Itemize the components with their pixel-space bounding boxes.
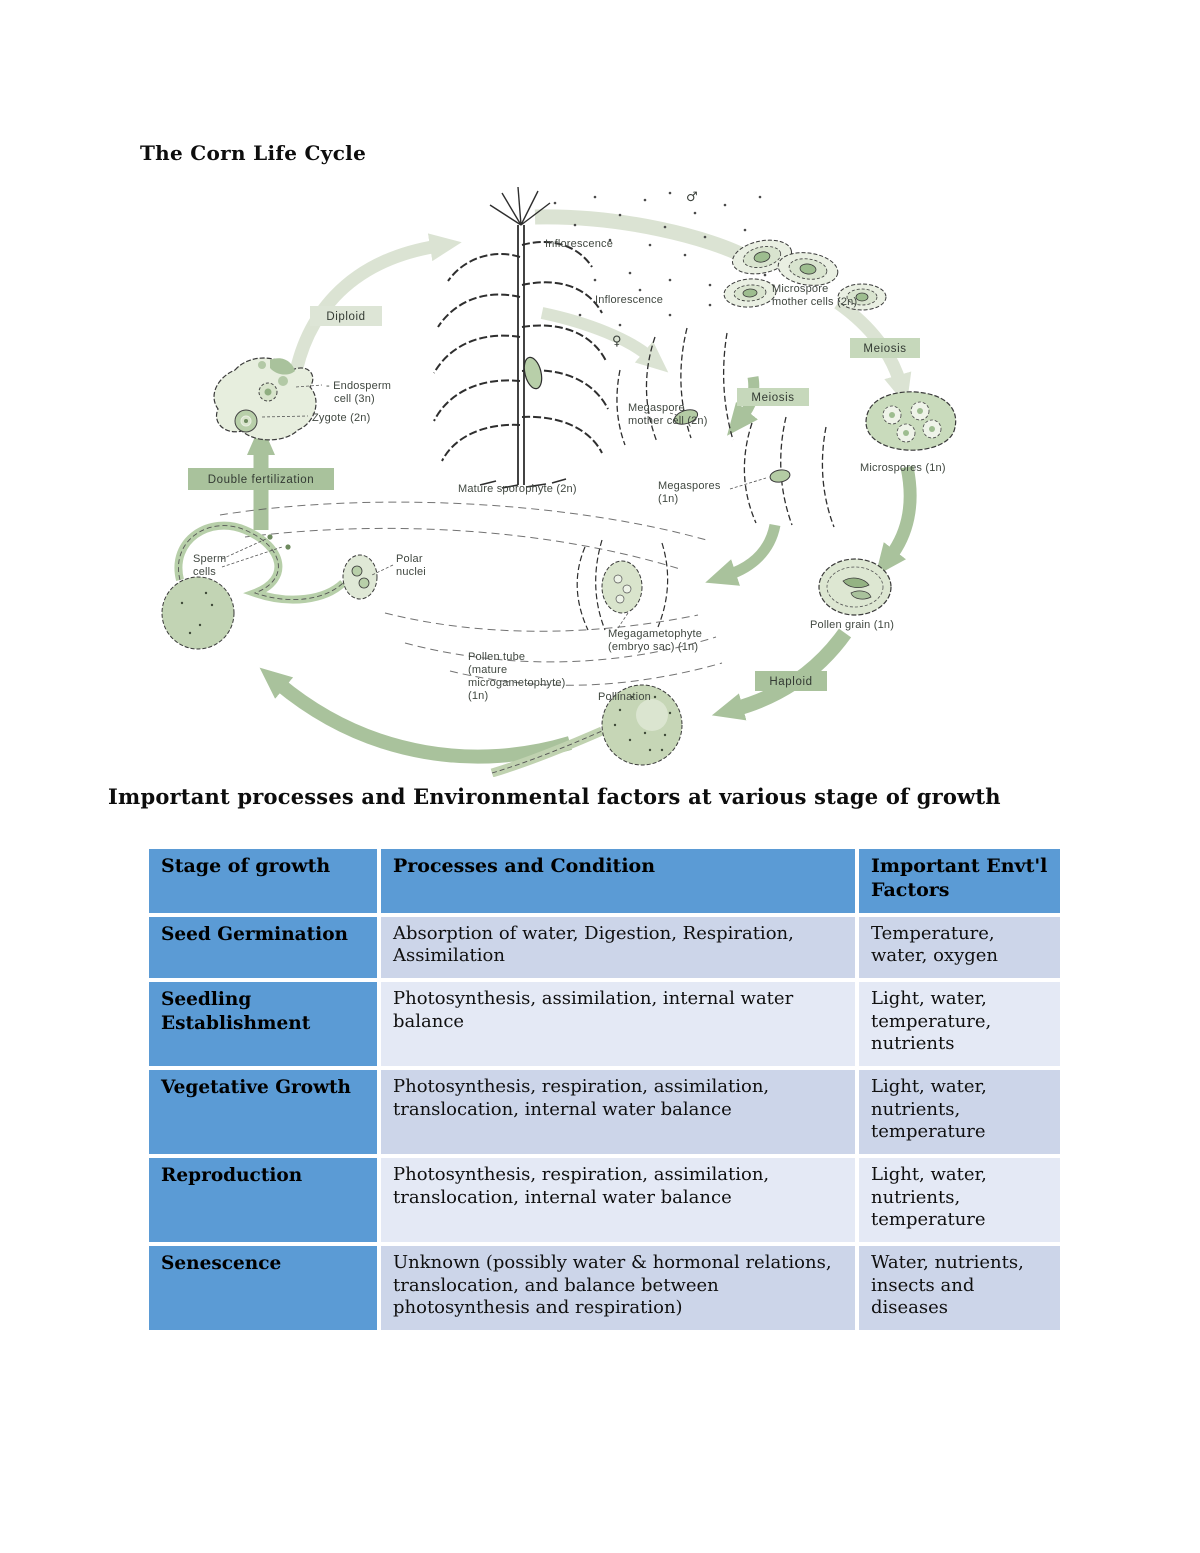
pollination-label: Pollination [598,691,651,703]
endosperm-label-1: - Endosperm [326,380,391,392]
processes-cell: Unknown (possibly water & hormonal relat… [377,1241,859,1334]
megaspores-label-1: Megaspores [658,480,721,492]
silk-strands [219,501,723,686]
inflorescence-female-label: Inflorescence [595,294,663,306]
growth-stages-table: Stage of growth Processes and Condition … [145,845,1064,1334]
microspore-mother-cells [723,239,887,311]
haploid-band-label: Haploid [769,676,812,688]
mature-sporophyte-label: Mature sporophyte (2n) [458,483,577,495]
microspores-cell-group [865,391,957,451]
megagametophyte-label-2: (embryo sac) (1n) [608,641,698,653]
stage-cell: Seedling Establishment [145,977,381,1070]
pollen-tube-label-2: (mature [468,664,507,676]
factors-cell: Light, water, temperature, nutrients [855,977,1064,1070]
pollen-tube-label-4: (1n) [468,690,488,702]
leaves [433,241,609,462]
stage-cell: Vegetative Growth [145,1065,381,1158]
table-row-seed-germination: Seed Germination Absorption of water, Di… [145,912,1064,982]
inflorescence-male-label: Inflorescence [545,238,613,250]
processes-cell: Photosynthesis, assimilation, internal w… [377,977,859,1070]
ear [523,356,543,390]
endosperm-label-2: cell (3n) [334,393,375,405]
megaspores-cell [769,469,791,483]
megagametophyte-label-1: Megagametophyte [608,628,702,640]
female-symbol: ♀ [612,334,622,349]
table-row-reproduction: Reproduction Photosynthesis, respiration… [145,1153,1064,1246]
table-row-senescence: Senescence Unknown (possibly water & hor… [145,1241,1064,1334]
fertilization-scene [161,521,394,650]
meiosis-mid-band-label: Meiosis [751,392,794,404]
megaspore-mother-label-2: mother cell (2n) [628,415,708,427]
tassel [489,186,551,226]
table-row-seedling-establishment: Seedling Establishment Photosynthesis, a… [145,977,1064,1070]
meiosis-right-band-label: Meiosis [863,343,906,355]
double-fertilization-band-label: Double fertilization [208,474,315,486]
processes-cell: Absorption of water, Digestion, Respirat… [377,912,859,982]
female-inflorescence [616,327,734,446]
header-important-envtl-factors: Important Envt'l Factors [855,845,1064,917]
stage-cell: Seed Germination [145,912,381,982]
polar-nuclei-label-2: nuclei [396,566,426,578]
section-heading: Important processes and Environmental fa… [108,784,1001,809]
stage-cell: Senescence [145,1241,381,1334]
stage-cell: Reproduction [145,1153,381,1246]
table-row-vegetative-growth: Vegetative Growth Photosynthesis, respir… [145,1065,1064,1158]
stage-bands: Diploid Double fertilization Meiosis Mei… [188,306,920,691]
corn-plant [433,186,609,489]
page-title: The Corn Life Cycle [140,141,367,165]
megaspore-mother-label-1: Megaspore [628,402,685,414]
factors-cell: Light, water, nutrients, temperature [855,1065,1064,1158]
polar-nuclei-label-1: Polar [396,553,423,565]
microspore-mother-label-1: Microspore [772,283,828,295]
microspores-label: Microspores (1n) [860,462,946,474]
male-symbol: ♂ [686,190,698,205]
factors-cell: Water, nutrients, insects and diseases [855,1241,1064,1334]
diploid-band-label: Diploid [326,311,365,323]
sperm-cells-label-2: cells [193,566,216,578]
pollen-tube-label-3: microgametophyte) [468,677,566,689]
diagram-labels: ♂ ♀ Inflorescence Inflorescence Microspo… [193,190,946,703]
seed-cell [213,357,323,441]
zygote-label: Zygote (2n) [312,412,370,424]
sperm-cells-label-1: Sperm [193,553,226,565]
header-processes-and-condition: Processes and Condition [377,845,859,917]
pollen-grain-label: Pollen grain (1n) [810,619,894,631]
factors-cell: Temperature, water, oxygen [855,912,1064,982]
megaspores-label-2: (1n) [658,493,678,505]
ground [479,478,567,489]
processes-cell: Photosynthesis, respiration, assimilatio… [377,1065,859,1158]
corn-life-cycle-diagram: Diploid Double fertilization Meiosis Mei… [150,185,970,777]
factors-cell: Light, water, nutrients, temperature [855,1153,1064,1246]
microspore-mother-label-2: mother cells (2n) [772,296,857,308]
table-header-row: Stage of growth Processes and Condition … [145,845,1064,917]
pollination-grain [490,684,683,777]
processes-cell: Photosynthesis, respiration, assimilatio… [377,1153,859,1246]
megaspore-mother-cell [673,409,699,425]
pollen-grain-cell [818,558,892,616]
header-stage-of-growth: Stage of growth [145,845,381,917]
megagametophyte-cell [576,539,669,632]
pollen-tube-label-1: Pollen tube [468,651,525,663]
